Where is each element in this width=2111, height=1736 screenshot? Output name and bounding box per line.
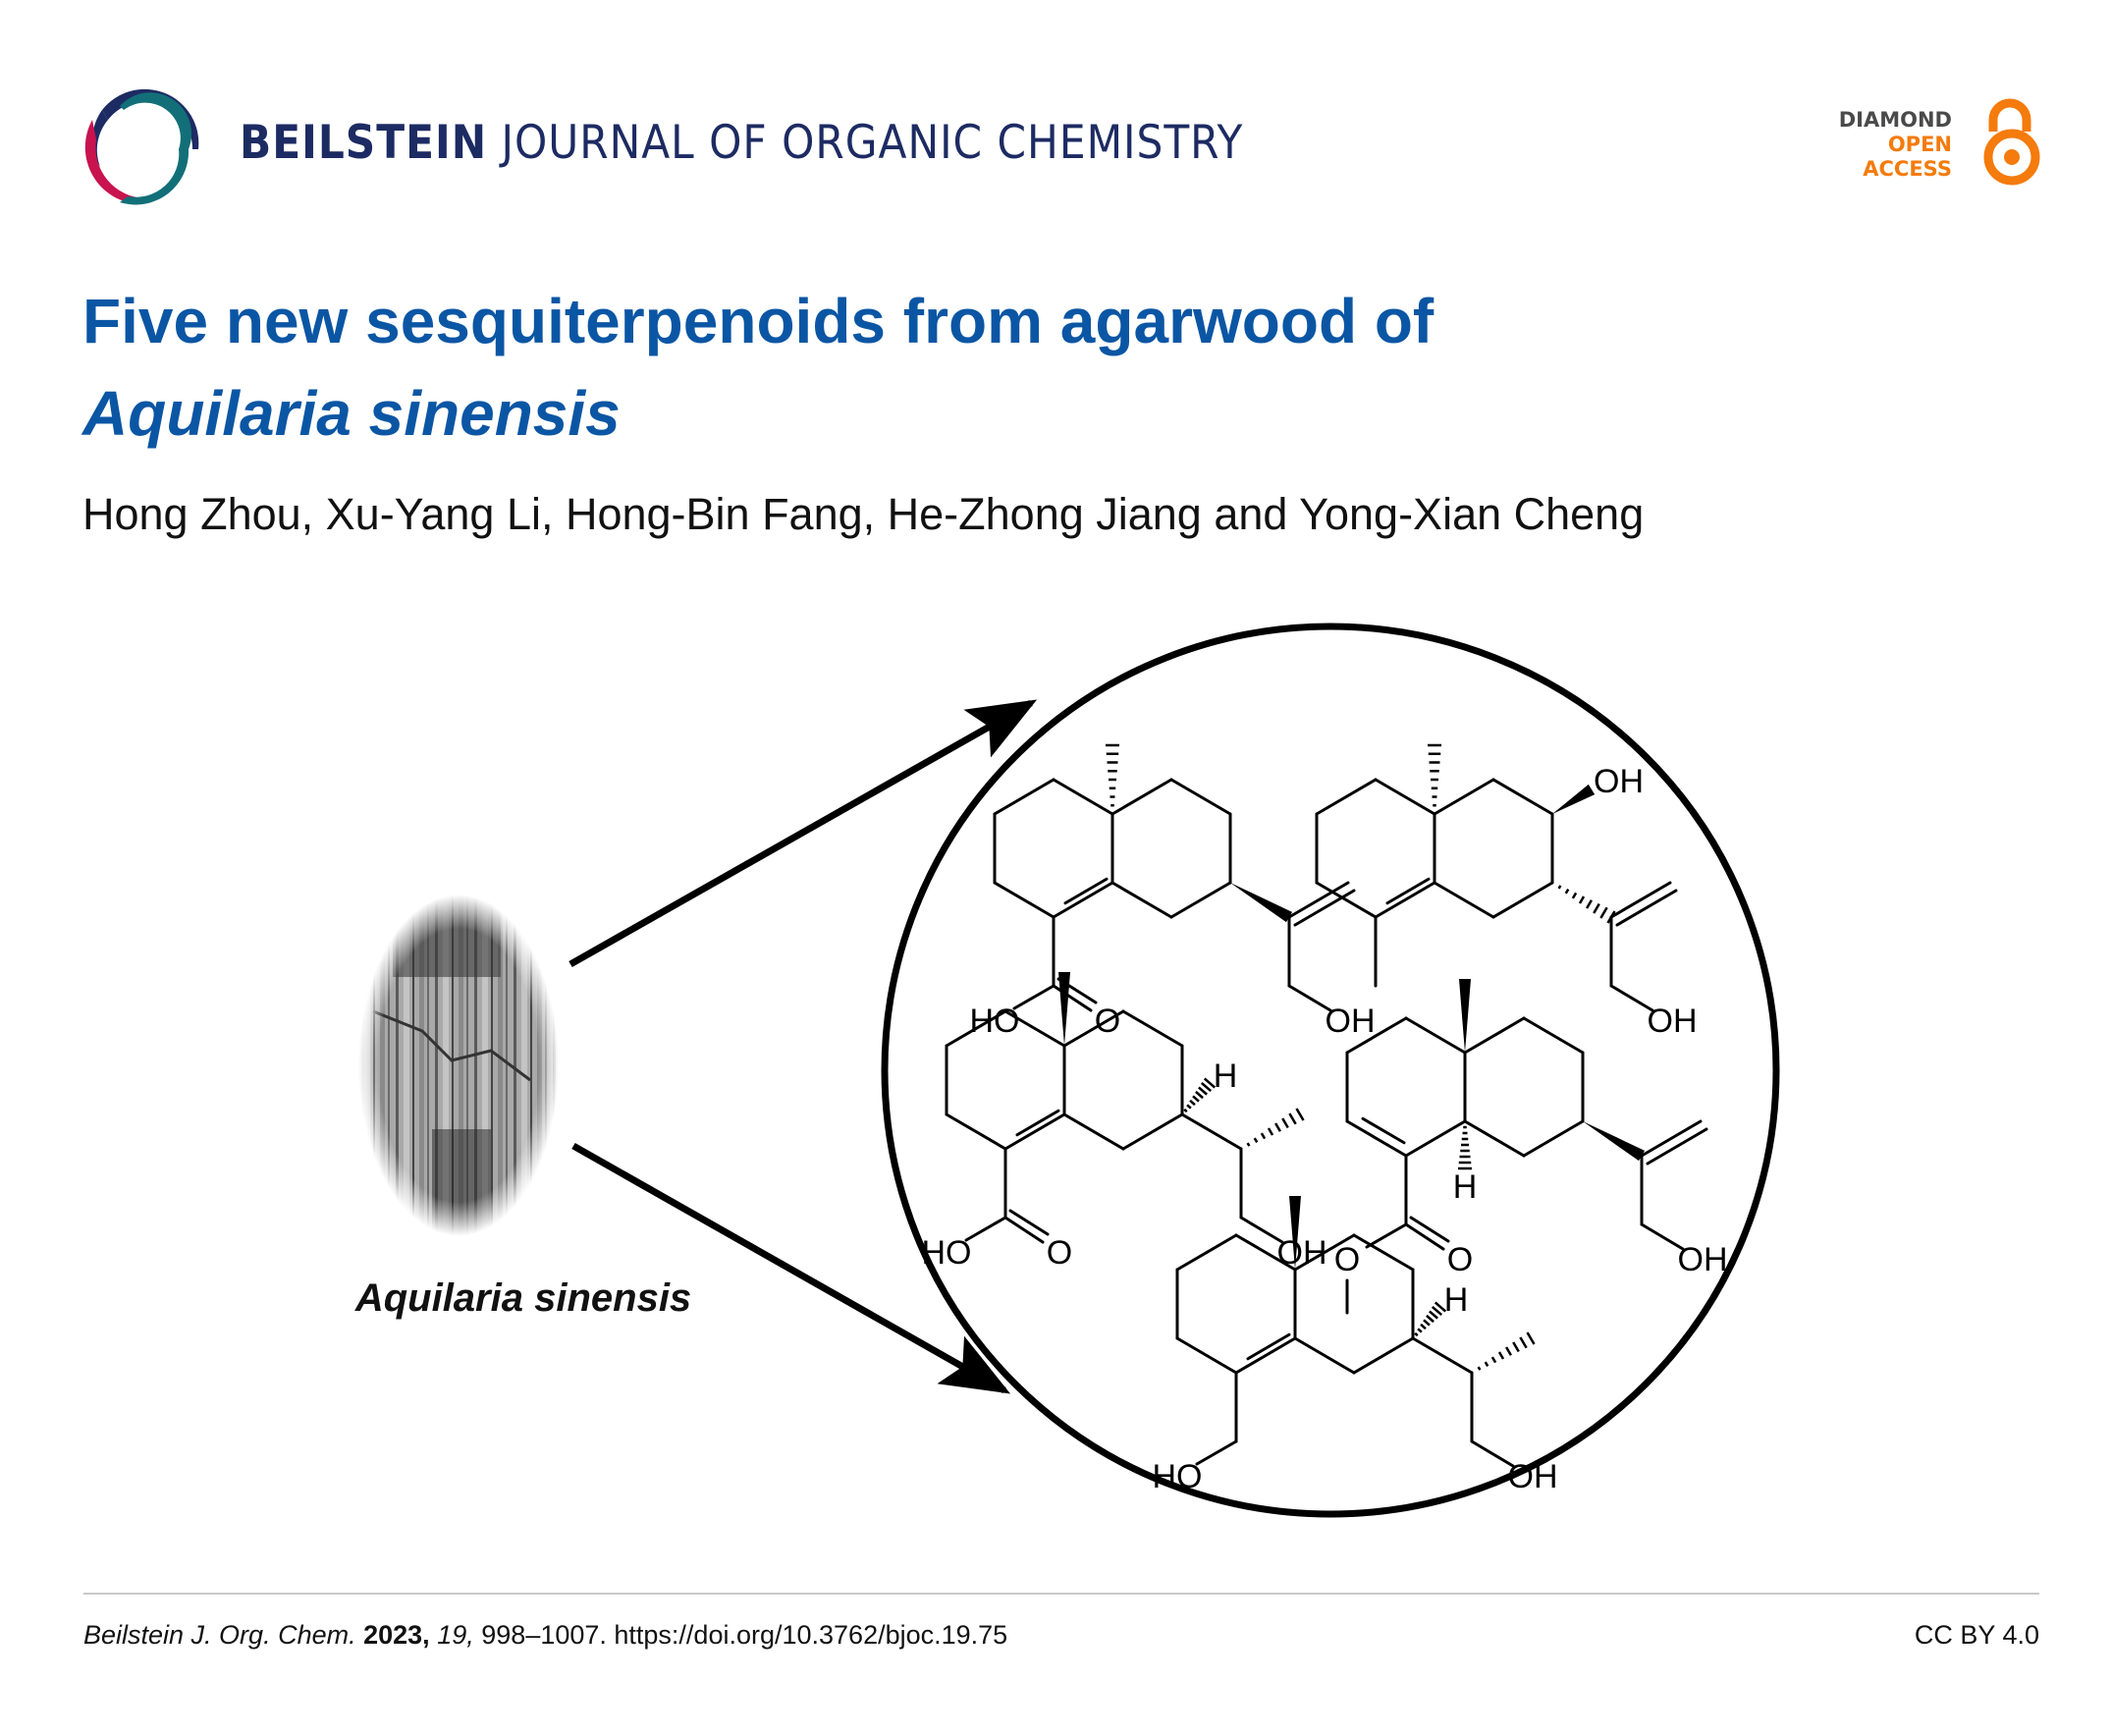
oa-line-access: ACCESS [1863,157,1952,181]
atom-label: H [1453,1168,1478,1206]
chemical-structures: HOOOHOHOHHOOHOHOOHOHHOHOH [922,743,1728,1495]
atom-label: O [1334,1241,1360,1278]
atom-label: OH [1326,1003,1376,1040]
citation-volume: 19, [437,1620,474,1650]
structure-2: OH OH [1315,743,1698,1040]
atom-label: HO [1153,1458,1203,1495]
arrow-upper [568,699,1038,968]
citation-doi-link[interactable]: 998–1007. https://doi.org/10.3762/bjoc.1… [481,1620,1008,1650]
footer-divider [83,1593,2039,1595]
article-title-species: Aquilaria sinensis [82,378,621,449]
structure-1: HOOOH [970,743,1376,1040]
article-title: Five new sesquiterpenoids from agarwood … [82,275,1948,460]
structure-3: HO O HO H [922,972,1327,1272]
atom-label: OH [1648,1003,1698,1040]
oa-line-diamond: DIAMOND [1838,108,1952,132]
atom-label: OH [1594,763,1644,800]
graphical-abstract: HOOOHOHOHHOOHOHOOHOHHOHOH [353,623,1780,1518]
atom-label: H [1214,1058,1238,1095]
agarwood-photo [353,889,565,1242]
figure-caption: Aquilaria sinensis [354,1276,692,1320]
open-lock-icon [1983,98,2040,186]
citation-year: 2023, [363,1620,430,1650]
citation: Beilstein J. Org. Chem. 2023, 19, 998–10… [83,1620,1007,1651]
author-list: Hong Zhou, Xu-Yang Li, Hong-Bin Fang, He… [82,489,1645,539]
atom-label: HO [970,1003,1020,1040]
oa-line-open: OPEN [1887,133,1952,156]
journal-name-bold: BEILSTEIN [240,116,488,170]
atom-label: O [1447,1241,1473,1278]
diamond-open-access-badge: DIAMOND OPEN ACCESS [1839,98,2042,189]
article-title-line1: Five new sesquiterpenoids from agarwood … [82,286,1434,356]
journal-name-rest: JOURNAL OF ORGANIC CHEMISTRY [501,116,1244,170]
atom-label: OH [1678,1241,1728,1278]
beilstein-logo [84,88,199,205]
atom-label: H [1444,1281,1469,1319]
atom-label: HO [922,1234,972,1272]
atom-label: OH [1508,1458,1558,1495]
citation-journal: Beilstein J. Org. Chem. [83,1620,356,1650]
license: CC BY 4.0 [1914,1620,2039,1650]
structures-circle [881,623,1780,1518]
structure-5: HO H OH [1153,1196,1558,1495]
arrow-lower [571,1142,1011,1394]
atom-label: O [1047,1234,1072,1272]
journal-name: BEILSTEIN JOURNAL OF ORGANIC CHEMISTRY [240,116,1243,170]
